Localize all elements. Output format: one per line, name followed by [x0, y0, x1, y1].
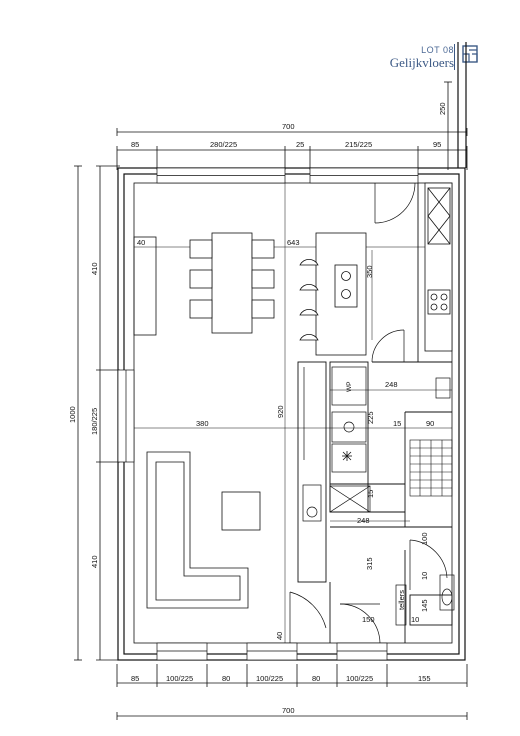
- dim-left-1: 410: [90, 262, 99, 275]
- floorplan-logo-icon: [462, 45, 478, 63]
- label-145: 145: [420, 599, 429, 612]
- dim-top-1: 85: [131, 140, 139, 149]
- dimension-bottom-parts: [116, 664, 468, 687]
- label-10-a: 10: [420, 572, 429, 580]
- lot-label: LOT 08: [421, 45, 454, 55]
- sofa: [146, 451, 249, 609]
- staircase: [409, 439, 453, 497]
- dim-left-total: 1000: [68, 406, 77, 423]
- label-248-b: 248: [357, 516, 370, 525]
- label-40-top: 40: [137, 238, 145, 247]
- label-15-a: 15: [393, 419, 401, 428]
- dim-bottom-total: 700: [282, 706, 295, 715]
- dim-bottom-6: 100/225: [346, 674, 373, 683]
- dim-right-top: 250: [438, 102, 447, 115]
- dim-bottom-4: 100/225: [256, 674, 283, 683]
- coffee-table: [221, 491, 261, 531]
- label-tellers: tellers: [397, 590, 406, 610]
- meter-cabinet: [395, 584, 407, 626]
- dim-bottom-2: 100/225: [166, 674, 193, 683]
- reference-lines: [134, 183, 452, 643]
- utility-closet: [302, 366, 455, 611]
- kitchen-counter: [424, 182, 453, 352]
- label-15-b: 15: [366, 490, 375, 498]
- dimension-left-parts: [96, 165, 120, 661]
- header-divider: [454, 44, 455, 70]
- floor-title: Gelijkvloers: [389, 55, 454, 70]
- dimension-left-total: [74, 165, 82, 661]
- label-315: 315: [365, 557, 374, 570]
- snowflake-icon: [342, 451, 352, 461]
- label-40-bottom: 40: [275, 632, 284, 640]
- dim-top-4: 215/225: [345, 140, 372, 149]
- kitchen-island: [299, 232, 367, 356]
- dim-bottom-1: 85: [131, 674, 139, 683]
- label-225: 225: [366, 411, 375, 424]
- dining-table: [189, 232, 275, 334]
- label-90: 90: [426, 419, 434, 428]
- dim-bottom-5: 80: [312, 674, 320, 683]
- interior-walls: [297, 183, 453, 643]
- windows: [117, 167, 419, 661]
- label-643: 643: [287, 238, 300, 247]
- dim-top-3: 25: [296, 140, 304, 149]
- dimension-top-total: [116, 128, 468, 136]
- dim-top-total: 700: [282, 122, 295, 131]
- label-350: 350: [365, 265, 374, 278]
- label-10-b: 10: [411, 615, 419, 624]
- doors: [289, 182, 448, 644]
- dim-bottom-3: 80: [222, 674, 230, 683]
- dimension-bottom-total: [116, 712, 468, 720]
- dim-bottom-7: 155: [418, 674, 431, 683]
- dim-top-5: 95: [433, 140, 441, 149]
- dim-left-2: 180/225: [90, 408, 99, 435]
- label-920: 920: [276, 405, 285, 418]
- label-150: 150: [362, 615, 375, 624]
- dim-left-3: 410: [90, 555, 99, 568]
- label-wp: WP: [346, 382, 353, 392]
- dimension-top-parts: [116, 146, 468, 170]
- sideboard: [133, 236, 157, 336]
- label-248-a: 248: [385, 380, 398, 389]
- label-380: 380: [196, 419, 209, 428]
- dimension-right-top: [444, 81, 452, 170]
- label-100: 100: [420, 532, 429, 545]
- dim-top-2: 280/225: [210, 140, 237, 149]
